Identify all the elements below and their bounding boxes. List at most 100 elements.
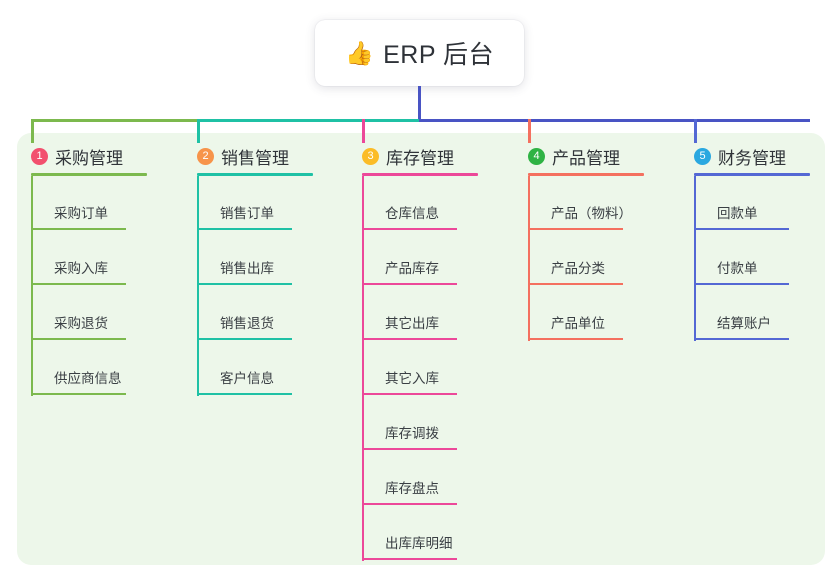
list-item-label: 其它入库 bbox=[385, 371, 439, 386]
list-item-underline bbox=[364, 448, 457, 450]
list-item-underline bbox=[33, 228, 126, 230]
list-item-label: 产品单位 bbox=[551, 316, 605, 331]
column-财务管理: 5 财务管理回款单付款单结算账户 bbox=[694, 143, 834, 341]
list-item-label: 采购退货 bbox=[54, 316, 108, 331]
list-item[interactable]: 销售退货 bbox=[197, 286, 337, 341]
drop-connector-1 bbox=[31, 119, 34, 143]
drop-connector-5 bbox=[694, 119, 697, 143]
column-items-5: 回款单付款单结算账户 bbox=[694, 176, 834, 341]
list-item[interactable]: 库存调拨 bbox=[362, 396, 502, 451]
list-item-underline bbox=[364, 338, 457, 340]
column-title-label: 库存管理 bbox=[386, 149, 454, 168]
list-item[interactable]: 产品分类 bbox=[528, 231, 668, 286]
mindmap-panel bbox=[17, 133, 825, 565]
column-header-3[interactable]: 3 库存管理 bbox=[362, 143, 502, 170]
list-item-label: 销售出库 bbox=[220, 261, 274, 276]
column-items-3: 仓库信息产品库存其它出库其它入库库存调拨库存盘点出库库明细 bbox=[362, 176, 502, 561]
column-items-4: 产品（物料） 产品分类产品单位 bbox=[528, 176, 668, 341]
list-item[interactable]: 产品（物料） bbox=[528, 176, 668, 231]
column-underline-4 bbox=[528, 173, 644, 176]
list-item-label: 销售订单 bbox=[220, 206, 274, 221]
root-node-label: ERP 后台 bbox=[383, 41, 495, 69]
root-node-title: 👍 ERP 后台 bbox=[345, 35, 494, 71]
column-title-label: 销售管理 bbox=[221, 149, 289, 168]
column-title-label: 产品管理 bbox=[552, 149, 620, 168]
root-node-card[interactable]: 👍 ERP 后台 bbox=[315, 20, 524, 86]
column-underline-5 bbox=[694, 173, 810, 176]
list-item-underline bbox=[364, 393, 457, 395]
column-spine-4 bbox=[528, 176, 530, 341]
thumbs-up-emoji: 👍 bbox=[344, 39, 375, 66]
column-header-5[interactable]: 5 财务管理 bbox=[694, 143, 834, 170]
list-item-underline bbox=[696, 283, 789, 285]
list-item-label: 采购订单 bbox=[54, 206, 108, 221]
list-item[interactable]: 付款单 bbox=[694, 231, 834, 286]
list-item-label: 结算账户 bbox=[717, 316, 771, 331]
list-item-label: 回款单 bbox=[717, 206, 758, 221]
list-item[interactable]: 销售出库 bbox=[197, 231, 337, 286]
column-title-label: 财务管理 bbox=[718, 149, 786, 168]
list-item[interactable]: 其它入库 bbox=[362, 341, 502, 396]
list-item-underline bbox=[530, 228, 623, 230]
list-item-underline bbox=[199, 228, 292, 230]
list-item[interactable]: 其它出库 bbox=[362, 286, 502, 341]
column-items-2: 销售订单销售出库销售退货客户信息 bbox=[197, 176, 337, 396]
bar-segment-teal bbox=[197, 119, 419, 122]
list-item[interactable]: 采购订单 bbox=[31, 176, 171, 231]
column-badge-3: 3 bbox=[362, 148, 379, 165]
column-spine-5 bbox=[694, 176, 696, 341]
column-title-label: 采购管理 bbox=[55, 149, 123, 168]
list-item-underline bbox=[33, 283, 126, 285]
column-spine-3 bbox=[362, 176, 364, 561]
drop-connector-2 bbox=[197, 119, 200, 143]
list-item[interactable]: 采购退货 bbox=[31, 286, 171, 341]
list-item-underline bbox=[364, 283, 457, 285]
list-item-underline bbox=[364, 558, 457, 560]
list-item-label: 仓库信息 bbox=[385, 206, 439, 221]
list-item-label: 产品（物料） bbox=[551, 206, 632, 221]
list-item-label: 供应商信息 bbox=[54, 371, 122, 386]
column-销售管理: 2 销售管理销售订单销售出库销售退货客户信息 bbox=[197, 143, 337, 396]
list-item[interactable]: 结算账户 bbox=[694, 286, 834, 341]
column-header-1[interactable]: 1 采购管理 bbox=[31, 143, 171, 170]
list-item[interactable]: 供应商信息 bbox=[31, 341, 171, 396]
list-item-underline bbox=[199, 338, 292, 340]
list-item-underline bbox=[364, 228, 457, 230]
list-item-label: 客户信息 bbox=[220, 371, 274, 386]
column-underline-2 bbox=[197, 173, 313, 176]
list-item-underline bbox=[530, 283, 623, 285]
list-item[interactable]: 回款单 bbox=[694, 176, 834, 231]
column-underline-1 bbox=[31, 173, 147, 176]
list-item-label: 其它出库 bbox=[385, 316, 439, 331]
list-item-underline bbox=[696, 228, 789, 230]
column-badge-5: 5 bbox=[694, 148, 711, 165]
list-item[interactable]: 产品库存 bbox=[362, 231, 502, 286]
bar-segment-indigo bbox=[419, 119, 810, 122]
list-item[interactable]: 客户信息 bbox=[197, 341, 337, 396]
column-spine-2 bbox=[197, 176, 199, 396]
drop-connector-4 bbox=[528, 119, 531, 143]
list-item[interactable]: 销售订单 bbox=[197, 176, 337, 231]
list-item-underline bbox=[199, 393, 292, 395]
list-item-label: 产品库存 bbox=[385, 261, 439, 276]
column-badge-1: 1 bbox=[31, 148, 48, 165]
list-item-label: 出库库明细 bbox=[385, 536, 453, 551]
list-item[interactable]: 仓库信息 bbox=[362, 176, 502, 231]
list-item[interactable]: 采购入库 bbox=[31, 231, 171, 286]
list-item[interactable]: 产品单位 bbox=[528, 286, 668, 341]
bar-segment-green bbox=[31, 119, 197, 122]
list-item-underline bbox=[33, 393, 126, 395]
column-underline-3 bbox=[362, 173, 478, 176]
column-header-2[interactable]: 2 销售管理 bbox=[197, 143, 337, 170]
list-item[interactable]: 出库库明细 bbox=[362, 506, 502, 561]
drop-connector-3 bbox=[362, 119, 365, 143]
list-item-label: 产品分类 bbox=[551, 261, 605, 276]
list-item-label: 采购入库 bbox=[54, 261, 108, 276]
list-item-label: 销售退货 bbox=[220, 316, 274, 331]
list-item-underline bbox=[364, 503, 457, 505]
list-item[interactable]: 库存盘点 bbox=[362, 451, 502, 506]
column-库存管理: 3 库存管理仓库信息产品库存其它出库其它入库库存调拨库存盘点出库库明细 bbox=[362, 143, 502, 561]
column-badge-2: 2 bbox=[197, 148, 214, 165]
